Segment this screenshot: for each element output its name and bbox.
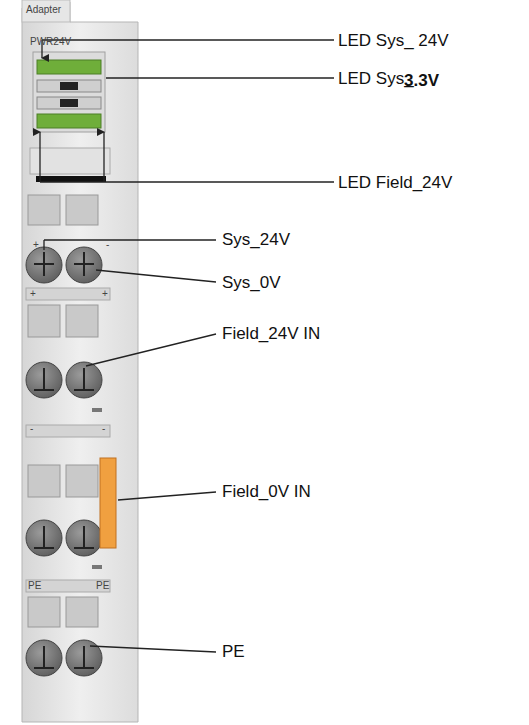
polarity-mark: + [30,289,36,299]
led-label: 3.3V [404,72,439,89]
led-label: LED Sys_ 24V [338,32,449,49]
polarity-mark: - [30,424,33,434]
terminal-label: Sys_0V [222,274,281,291]
device-label: Adapter [26,5,61,15]
polarity-mark: + [33,240,39,250]
terminal-label: Field_24V IN [222,325,320,342]
polarity-mark: - [106,240,109,250]
led-label: LED Field_24V [338,174,452,191]
device-label: PE [28,581,41,591]
led-label: LED Sys_ [338,70,414,87]
terminal-label: Field_0V IN [222,483,311,500]
polarity-mark: + [102,289,108,299]
device-label: PE [96,581,109,591]
terminal-label: Sys_24V [222,231,290,248]
polarity-mark: - [102,424,105,434]
device-label: PWR24V [30,37,71,47]
terminal-label: PE [222,643,245,660]
